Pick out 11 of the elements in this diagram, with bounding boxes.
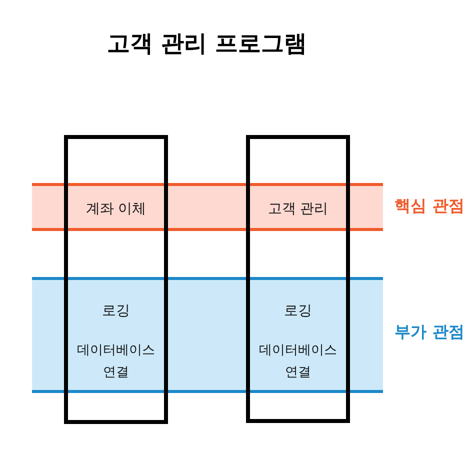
- cell-label: 로깅: [283, 302, 313, 321]
- cell-label: 고객 관리: [266, 200, 330, 219]
- cell-label: 계좌 이체: [84, 200, 148, 219]
- cell-label: 로깅: [101, 302, 131, 321]
- cell-label: 데이터베이스 연결: [258, 342, 338, 382]
- title: 고객 관리 프로그램: [106, 30, 308, 59]
- band-label: 부가 관점: [394, 322, 466, 343]
- cell-label: 데이터베이스 연결: [76, 342, 156, 382]
- module-box: [64, 135, 168, 424]
- module-box: [246, 135, 350, 423]
- band-label: 핵심 관점: [394, 196, 466, 217]
